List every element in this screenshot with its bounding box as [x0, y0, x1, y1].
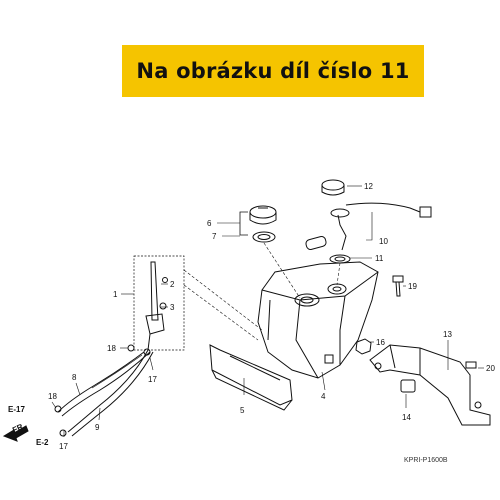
- callout-14: 14: [402, 413, 411, 422]
- callout-10: 10: [379, 237, 388, 246]
- callout-18a: 18: [107, 344, 116, 353]
- callout-2: 2: [170, 280, 175, 289]
- vacuum-hose: [67, 349, 154, 437]
- nut-16: [355, 338, 372, 355]
- callout-17b: 17: [59, 442, 68, 451]
- callout-3: 3: [170, 303, 175, 312]
- diagram-code: KPRI-P1600B: [404, 457, 448, 464]
- callout-1: 1: [113, 290, 118, 299]
- highlight-banner: Na obrázku díl číslo 11: [122, 45, 424, 97]
- tank-bracket: [369, 344, 491, 426]
- callout-12: 12: [364, 182, 373, 191]
- cap-gasket: [252, 231, 276, 243]
- callout-6: 6: [207, 219, 212, 228]
- fuel-level-sender: [305, 179, 432, 251]
- ref-e2: E-2: [36, 438, 49, 447]
- bolt-19: [392, 275, 404, 297]
- callout-13: 13: [443, 330, 452, 339]
- callout-19: 19: [408, 282, 417, 291]
- front-arrow-icon: [2, 425, 29, 442]
- fuel-cock-assembly: [133, 255, 185, 351]
- callout-5: 5: [240, 406, 245, 415]
- guide-lines: [183, 242, 341, 341]
- leader-lines: [51, 185, 484, 437]
- banner-text: Na obrázku díl číslo 11: [136, 59, 410, 83]
- tank-protector: [209, 344, 293, 411]
- fuel-cap: [249, 205, 277, 225]
- callout-7: 7: [212, 232, 217, 241]
- callout-18b: 18: [48, 392, 57, 401]
- callout-20: 20: [486, 364, 495, 373]
- callout-11: 11: [375, 254, 384, 263]
- callout-16: 16: [376, 338, 385, 347]
- callout-17a: 17: [148, 375, 157, 384]
- callout-9: 9: [95, 423, 100, 432]
- ref-e17: E-17: [8, 405, 25, 414]
- fuel-tank: [257, 261, 379, 379]
- callout-8: 8: [72, 373, 77, 382]
- callout-4: 4: [321, 392, 326, 401]
- bolt-20: [465, 361, 477, 369]
- sender-gasket: [329, 254, 351, 264]
- fuel-hose: [57, 351, 151, 417]
- rubber-cushion-14: [400, 379, 416, 393]
